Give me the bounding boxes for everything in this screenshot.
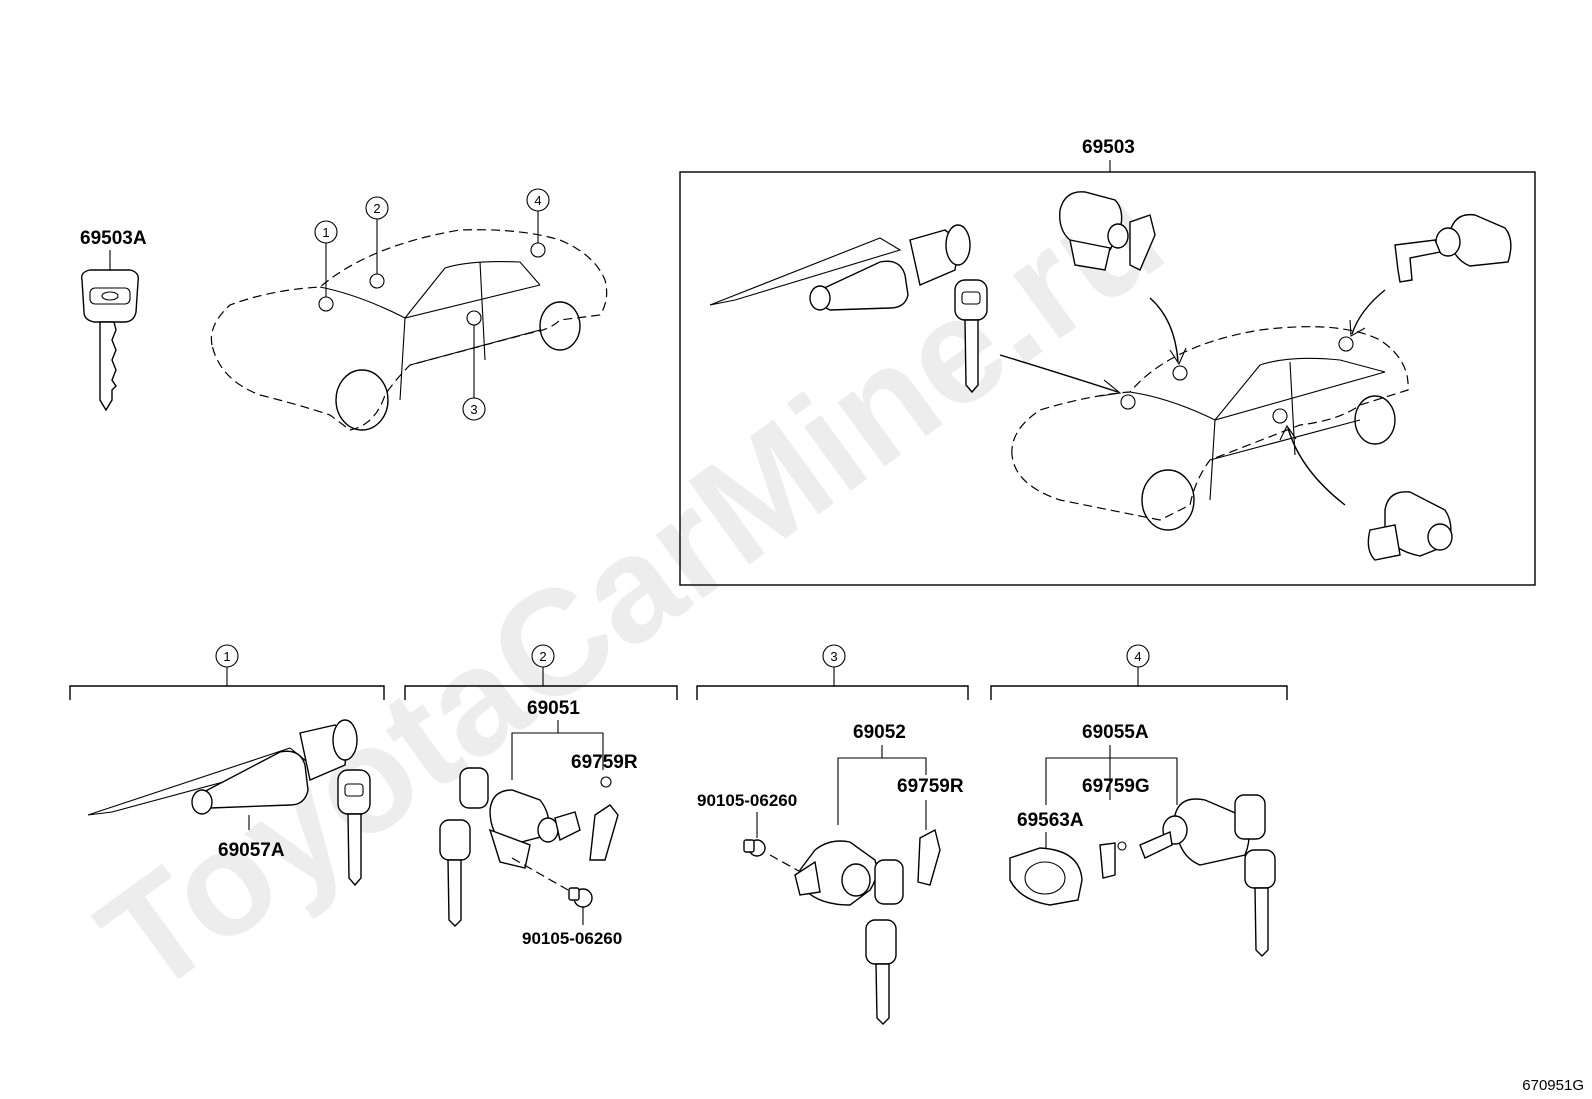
assembly-arrows <box>999 289 1386 506</box>
part-label-69055a[interactable]: 69055A <box>1082 722 1149 743</box>
svg-text:3: 3 <box>470 402 477 417</box>
group-2: 2 69051 69759R 90105-06260 <box>404 644 678 948</box>
assembly-car <box>1011 326 1409 531</box>
group-2-clip <box>589 804 619 861</box>
part-label-69563a[interactable]: 69563A <box>1017 810 1084 831</box>
overview-callout-2[interactable]: 2 <box>365 196 389 274</box>
group-1-ignition-cylinder <box>87 719 358 816</box>
part-label-90105-06260-g2[interactable]: 90105-06260 <box>522 929 622 948</box>
group-3-cylinder <box>794 840 878 906</box>
diagram-ref-code: 670951G <box>1522 1077 1584 1094</box>
overview-callout-3[interactable]: 3 <box>462 325 486 421</box>
group-3-keys <box>865 859 904 1025</box>
part-label-69759r-g3[interactable]: 69759R <box>897 776 964 797</box>
svg-text:2: 2 <box>373 201 380 216</box>
group-4-key <box>1234 794 1276 957</box>
part-label-69503a[interactable]: 69503A <box>80 228 147 249</box>
part-label-69759g[interactable]: 69759G <box>1082 776 1150 797</box>
svg-text:1: 1 <box>223 649 230 664</box>
group-2-cylinder <box>488 789 581 869</box>
overview-callout-1[interactable]: 1 <box>314 220 338 297</box>
svg-text:4: 4 <box>534 193 541 208</box>
group-3: 3 69052 69759R 90105-06260 <box>696 644 969 1025</box>
group-1-bracket <box>69 685 385 700</box>
part-label-90105-06260-g3[interactable]: 90105-06260 <box>697 791 797 810</box>
part-label-69052[interactable]: 69052 <box>853 722 906 743</box>
svg-text:4: 4 <box>1134 649 1141 664</box>
svg-text:1: 1 <box>322 225 329 240</box>
group-2-bolt <box>568 887 593 908</box>
assembly-door-cylinder-rear <box>1394 213 1512 283</box>
part-label-69503[interactable]: 69503 <box>1082 137 1135 158</box>
overview-car-drawing <box>210 229 608 431</box>
assembly-box <box>679 171 1536 586</box>
part-label-69759r[interactable]: 69759R <box>571 752 638 773</box>
key-69503a-drawing <box>80 269 140 412</box>
group-3-bracket <box>696 685 969 700</box>
assembly-key <box>954 279 988 394</box>
group-4-gasket <box>1009 847 1083 906</box>
group-4-bracket <box>990 685 1288 700</box>
group-3-bolt <box>743 839 766 857</box>
group-2-bracket <box>404 685 678 700</box>
svg-text:2: 2 <box>539 649 546 664</box>
assembly-trunk-cylinder <box>1059 191 1156 271</box>
group-4-cylinder <box>1139 798 1250 866</box>
group-1: 1 69057A <box>69 644 385 887</box>
group-3-clip <box>917 828 941 886</box>
group-2-keys <box>439 767 489 927</box>
assembly-door-cylinder-front <box>1367 491 1453 561</box>
svg-text:3: 3 <box>830 649 837 664</box>
overview-callout-4[interactable]: 4 <box>526 188 550 243</box>
part-label-69051[interactable]: 69051 <box>527 698 580 719</box>
group-4: 4 69055A 69759G 69563A <box>990 644 1288 957</box>
part-label-69057a[interactable]: 69057A <box>218 840 285 861</box>
assembly-ignition-cylinder <box>709 224 971 311</box>
group-1-key <box>337 769 371 887</box>
group-4-lever <box>1099 841 1127 879</box>
